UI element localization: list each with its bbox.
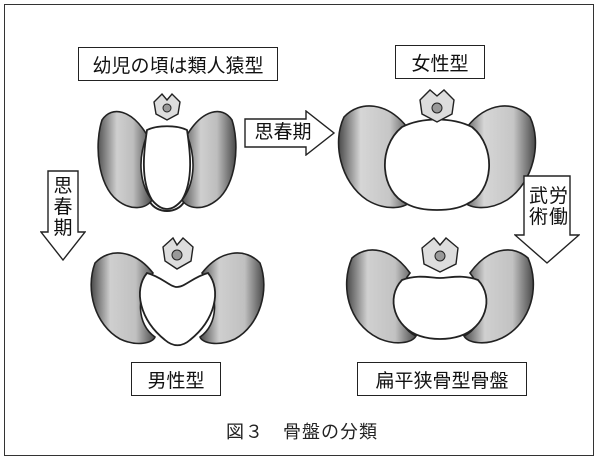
arrow-down-left-char-3: 期 [52,218,74,239]
label-female-type: 女性型 [395,45,485,79]
label-male-type: 男性型 [131,362,221,396]
pelvis-male-illustration [85,235,270,355]
label-infant-type: 幼児の頃は類人猿型 [78,47,278,81]
arrow-down-left-char-1: 思 [52,176,74,197]
arrow-right-label: 思春期 [252,122,314,143]
label-flat-type: 扁平狭骨型骨盤 [357,362,527,396]
label-male-text: 男性型 [147,366,204,393]
arrow-down-right-col1: 武 術 [529,186,547,228]
arrow-down-right-char-4: 働 [549,207,567,228]
pelvis-female-illustration [332,82,542,217]
label-female-text: 女性型 [411,49,468,76]
arrow-down-right-char-2: 術 [529,207,547,228]
pelvis-infant-illustration [92,90,242,215]
arrow-down-right-col2: 労 働 [549,186,567,228]
pelvis-flat-illustration [340,228,540,353]
arrow-down-right-char-3: 労 [549,186,567,207]
figure-caption: 図３ 骨盤の分類 [226,418,378,444]
arrow-down-right-char-1: 武 [529,186,547,207]
arrow-down-left-char-2: 春 [52,197,74,218]
arrow-down-left-label: 思 春 期 [52,176,74,239]
label-infant-text: 幼児の頃は類人猿型 [92,51,263,78]
label-flat-text: 扁平狭骨型骨盤 [375,366,508,393]
